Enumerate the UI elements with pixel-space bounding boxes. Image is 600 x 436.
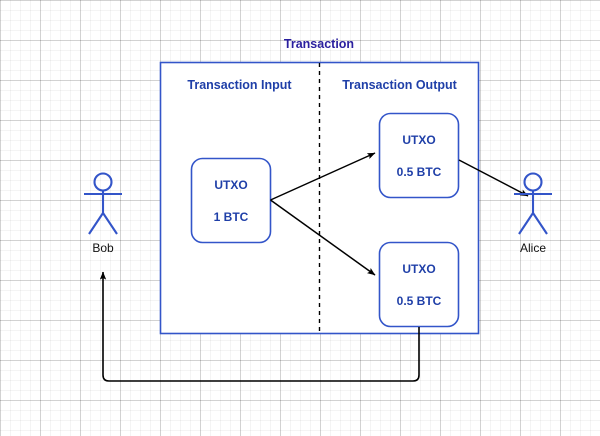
utxo-output-2-content[interactable]: UTXO 0.5 BTC <box>379 242 459 327</box>
utxo-output-1-amount: 0.5 BTC <box>396 164 442 179</box>
alice-stick-figure <box>514 172 552 235</box>
bob-right-leg <box>102 212 118 235</box>
bob-left-leg <box>88 212 104 235</box>
utxo-output-1-box[interactable] <box>378 112 460 199</box>
transaction-output-label: Transaction Output <box>342 78 457 92</box>
utxo-input-title: UTXO <box>214 177 248 192</box>
utxo-output-2-title: UTXO <box>402 261 436 276</box>
utxo-output-1-content[interactable]: UTXO 0.5 BTC <box>379 113 459 198</box>
alice-right-leg <box>532 212 548 235</box>
utxo-input-amount: 1 BTC <box>213 209 249 224</box>
edge-input-to-output-2 <box>270 199 376 276</box>
diagram-title: Transaction <box>283 37 355 51</box>
edge-output-1-to-alice <box>458 159 529 197</box>
bob-head-icon <box>93 172 113 192</box>
bob-stick-figure <box>84 172 122 235</box>
transaction-input-label: Transaction Input <box>187 78 292 92</box>
utxo-output-2-amount: 0.5 BTC <box>396 293 442 308</box>
alice-left-leg <box>518 212 534 235</box>
utxo-input-content[interactable]: UTXO 1 BTC <box>191 158 271 243</box>
edge-output-2-to-bob <box>99 271 420 382</box>
utxo-output-1-title: UTXO <box>402 132 436 147</box>
bob-label: Bob <box>92 241 114 255</box>
alice-label: Alice <box>519 241 546 255</box>
edge-input-to-output-1 <box>270 152 376 201</box>
utxo-output-2-box[interactable] <box>378 241 460 328</box>
alice-head-icon <box>523 172 543 192</box>
